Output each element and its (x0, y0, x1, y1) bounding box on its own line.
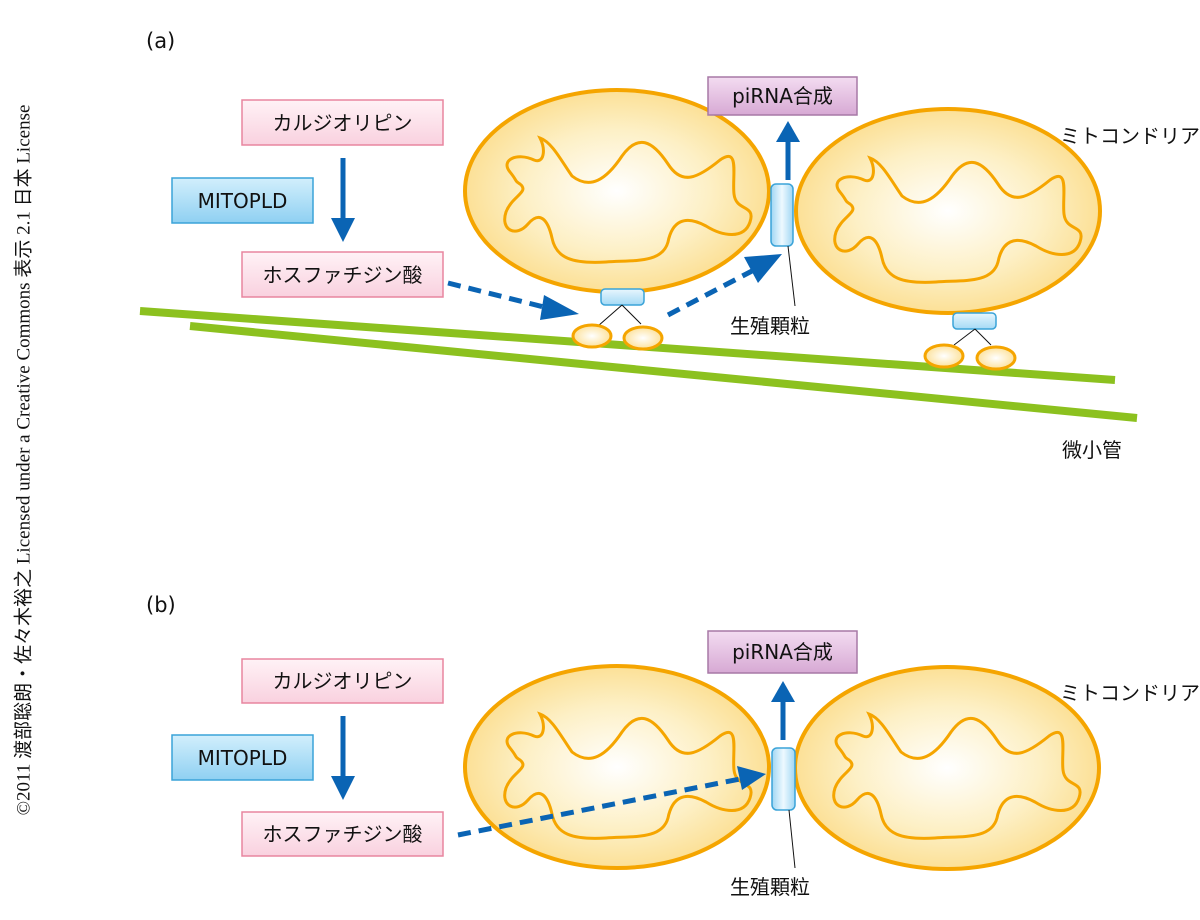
germ-granule-leader-line (787, 245, 796, 307)
panel-a: (a) カルジオリピン MITOPLD ホスファチジン酸 (139, 29, 1200, 462)
mitochondria-label: ミトコンドリア (1060, 124, 1200, 148)
mitochondrion-left (463, 88, 771, 294)
motor-complex-left (571, 288, 664, 351)
phosphatidic-acid-box: ホスファチジン酸 (241, 251, 444, 298)
panel-b-label: (b) (146, 593, 176, 617)
microtubule-label: 微小管 (1062, 438, 1122, 462)
conversion-arrow-icon (331, 716, 355, 800)
phosphatidic-acid-box: ホスファチジン酸 (241, 811, 444, 857)
phosphatidic-acid-label: ホスファチジン酸 (263, 263, 423, 287)
pirna-arrow-icon (776, 121, 800, 180)
panel-b: (b) カルジオリピン MITOPLD ホスファチジン酸 (146, 593, 1200, 899)
cardiolipin-box: カルジオリピン (241, 99, 444, 146)
dashed-arrow-to-motor-icon (447, 280, 579, 320)
microtubule-2 (189, 322, 1138, 422)
cardiolipin-label: カルジオリピン (273, 669, 413, 693)
germ-granule (770, 183, 796, 307)
panel-a-label: (a) (146, 29, 175, 53)
germ-granule (771, 747, 796, 869)
pirna-synthesis-label: piRNA合成 (732, 640, 833, 664)
germ-granule-label: 生殖顆粒 (730, 875, 810, 899)
phosphatidic-acid-label: ホスファチジン酸 (263, 822, 423, 846)
pirna-arrow-icon (771, 681, 795, 740)
mitochondrion-left (463, 664, 771, 870)
mitopld-box: MITOPLD (171, 177, 314, 224)
cardiolipin-label: カルジオリピン (273, 111, 413, 135)
pirna-synthesis-box: piRNA合成 (707, 76, 858, 116)
cardiolipin-box: カルジオリピン (241, 658, 444, 704)
dashed-arrow-to-granule-icon (666, 254, 782, 318)
germ-granule-label: 生殖顆粒 (730, 314, 810, 338)
motor-complex-right (923, 312, 1017, 371)
mitochondrion-right (793, 665, 1101, 871)
pirna-synthesis-box: piRNA合成 (707, 630, 858, 674)
mitopld-box: MITOPLD (171, 734, 314, 781)
mitochondria-label: ミトコンドリア (1060, 681, 1200, 705)
mitopld-label: MITOPLD (198, 746, 288, 770)
germ-granule-leader-line (788, 809, 796, 869)
conversion-arrow-icon (331, 158, 355, 242)
pirna-synthesis-label: piRNA合成 (732, 84, 833, 108)
dashed-arrow-to-granule-icon (457, 766, 766, 838)
mitopld-label: MITOPLD (198, 189, 288, 213)
mitochondrion-right (794, 107, 1102, 315)
